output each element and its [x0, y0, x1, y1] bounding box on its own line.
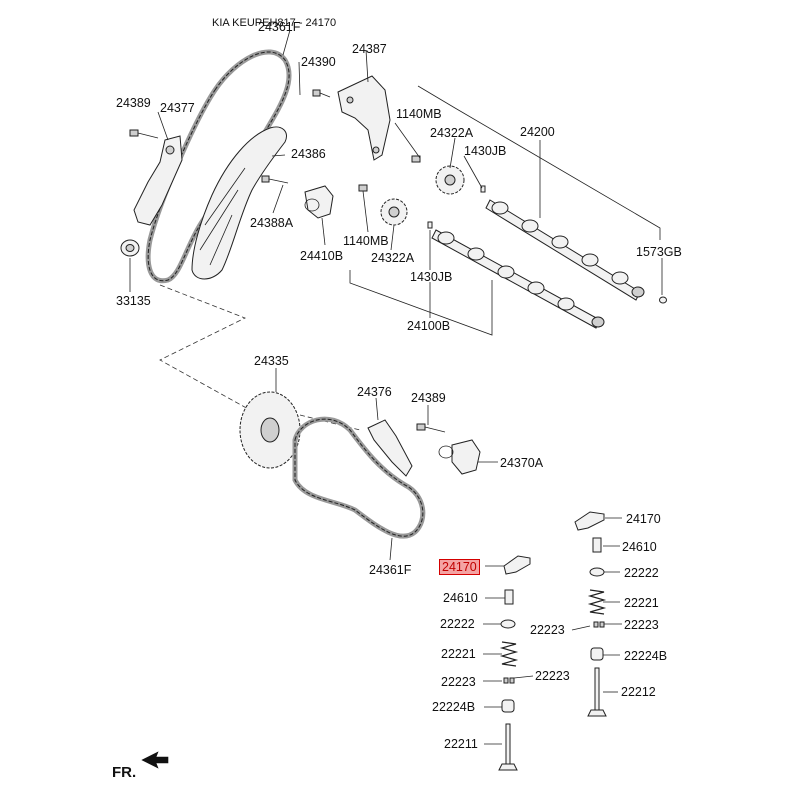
part-label-1573gb[interactable]: 1573GB: [636, 245, 682, 259]
exhaust-valve-22212[interactable]: [587, 667, 607, 717]
part-label-24100b[interactable]: 24100B: [407, 319, 451, 333]
retainer-22222-right[interactable]: [589, 567, 605, 577]
rocker-arm-24170-highlight[interactable]: [503, 555, 531, 575]
part-label-24370a[interactable]: 24370A: [500, 456, 544, 470]
crank-sprocket-24335[interactable]: [239, 391, 301, 469]
part-label-24610-right[interactable]: 24610: [622, 540, 657, 554]
part-label-22223-right[interactable]: 22223: [624, 618, 659, 632]
part-label-22223-left[interactable]: 22223: [441, 675, 476, 689]
part-label-24386[interactable]: 24386: [291, 147, 326, 161]
tensioner-24410b[interactable]: [304, 185, 334, 219]
pin-1430jb-top[interactable]: [480, 185, 486, 193]
leader-lines: [129, 29, 663, 745]
part-label-24361f-bot[interactable]: 24361F: [369, 563, 412, 577]
valve-spring-22221-right[interactable]: [587, 589, 607, 615]
part-label-24390[interactable]: 24390: [301, 55, 336, 69]
washer-33135[interactable]: [120, 239, 140, 257]
bracket-24387[interactable]: [337, 75, 391, 161]
part-label-24389-mid[interactable]: 24389: [411, 391, 446, 405]
chain-guide-24376[interactable]: [367, 419, 413, 477]
part-label-24387[interactable]: 24387: [352, 42, 387, 56]
part-label-24200[interactable]: 24200: [520, 125, 555, 139]
camshaft-24200[interactable]: [485, 199, 645, 301]
cam-sprocket-24322a-mid[interactable]: [380, 198, 408, 226]
part-label-22223-left2[interactable]: 22223: [535, 669, 570, 683]
part-label-22223-mid[interactable]: 22223: [530, 623, 565, 637]
tensioner-24370a[interactable]: [438, 439, 481, 475]
part-label-22211[interactable]: 22211: [444, 737, 478, 751]
rocker-arm-24170-right[interactable]: [574, 511, 605, 531]
part-label-24377[interactable]: 24377: [160, 101, 195, 115]
part-label-24389-top[interactable]: 24389: [116, 96, 151, 110]
part-label-24170-right[interactable]: 24170: [626, 512, 661, 526]
part-label-24361f-top[interactable]: 24361F: [258, 20, 301, 34]
diagram-title: KIA KEUPEH817 - 24170: [212, 17, 337, 29]
front-direction-label: FR.: [112, 764, 137, 781]
front-arrow-icon: [141, 751, 169, 769]
part-label-24170-highlight[interactable]: 24170: [439, 559, 480, 575]
pin-1430jb-mid[interactable]: [427, 221, 433, 229]
part-label-33135[interactable]: 33135: [116, 294, 151, 308]
part-label-22222-left[interactable]: 22222: [440, 617, 475, 631]
bolt-24389-mid[interactable]: [416, 423, 446, 433]
stem-seal-22224b-left[interactable]: [501, 699, 515, 713]
part-label-24610-left[interactable]: 24610: [443, 591, 478, 605]
lash-adjuster-24610-left[interactable]: [504, 589, 514, 605]
part-label-1140mb-mid[interactable]: 1140MB: [343, 234, 389, 248]
keeper-22223-left[interactable]: [503, 677, 515, 684]
part-label-22212[interactable]: 22212: [621, 685, 656, 699]
bolt-1140mb-top[interactable]: [411, 155, 421, 163]
part-label-22224b-right[interactable]: 22224B: [624, 649, 668, 663]
lash-adjuster-24610-right[interactable]: [592, 537, 602, 553]
part-label-22224b-left[interactable]: 22224B: [432, 700, 476, 714]
part-label-22221-left[interactable]: 22221: [441, 647, 476, 661]
part-label-24322a-mid[interactable]: 24322A: [371, 251, 415, 265]
lower-timing-chain[interactable]: [292, 416, 426, 539]
part-label-24388a[interactable]: 24388A: [250, 216, 294, 230]
part-label-24335[interactable]: 24335: [254, 354, 289, 368]
retainer-22222-left[interactable]: [500, 619, 516, 629]
part-label-22221-right[interactable]: 22221: [624, 596, 659, 610]
bolt-24389-top[interactable]: [129, 129, 159, 139]
chain-guide-24386[interactable]: [191, 126, 287, 280]
camshaft-24100b[interactable]: [431, 229, 605, 329]
tensioner-arm-24377[interactable]: [133, 135, 183, 226]
plug-1573gb[interactable]: [659, 296, 667, 304]
part-label-1140mb-top[interactable]: 1140MB: [396, 107, 442, 121]
part-label-24410b[interactable]: 24410B: [300, 249, 344, 263]
intake-valve-22211[interactable]: [498, 723, 518, 771]
keeper-22223-right[interactable]: [593, 621, 605, 628]
part-label-24322a-top[interactable]: 24322A: [430, 126, 474, 140]
valve-spring-22221-left[interactable]: [499, 641, 519, 667]
part-label-1430jb-top[interactable]: 1430JB: [464, 144, 507, 158]
part-label-24376[interactable]: 24376: [357, 385, 392, 399]
stem-seal-22224b-right[interactable]: [590, 647, 604, 661]
bolt-24390[interactable]: [312, 89, 331, 98]
bolt-24388a[interactable]: [261, 175, 289, 184]
bolt-1140mb-mid[interactable]: [358, 184, 369, 233]
part-label-1430jb-mid[interactable]: 1430JB: [410, 270, 453, 284]
cam-sprocket-24322a-top[interactable]: [435, 165, 465, 195]
part-label-22222-right[interactable]: 22222: [624, 566, 659, 580]
